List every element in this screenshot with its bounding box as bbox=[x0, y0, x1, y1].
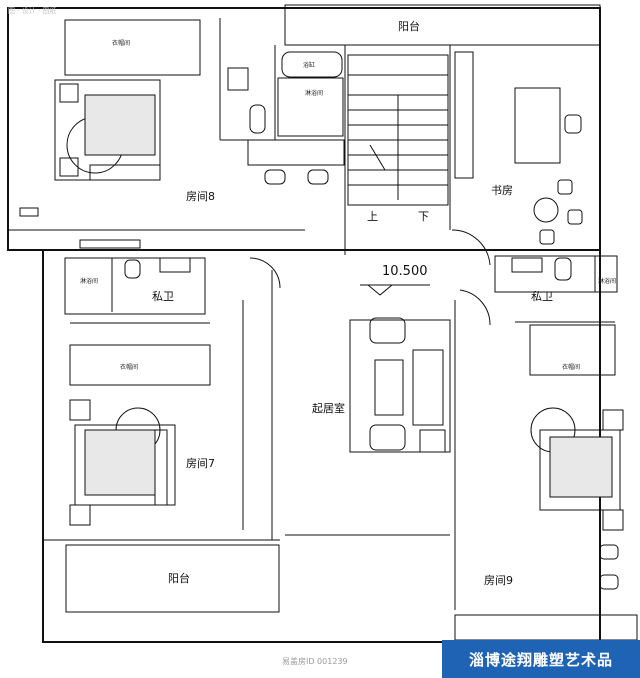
stairs-up-label: 上 bbox=[367, 210, 378, 223]
study-desk bbox=[514, 87, 561, 164]
shower-label-left: 淋浴间 bbox=[80, 278, 99, 285]
room-label-balcony-bottom: 阳台 bbox=[168, 572, 190, 585]
room-label-bedroom-8: 房间8 bbox=[186, 190, 215, 203]
living-rug bbox=[349, 319, 451, 453]
shower-label-right: 淋浴间 bbox=[598, 278, 617, 285]
room-label-private-bath-right: 私卫 bbox=[531, 290, 553, 303]
bed-7 bbox=[74, 424, 176, 506]
bathtub-label: 浴缸 bbox=[303, 62, 316, 69]
watermark-top: 图 · 设计 · 图纸 bbox=[8, 7, 57, 15]
room-label-bedroom-9: 房间9 bbox=[484, 574, 513, 587]
closet-label-top: 衣帽间 bbox=[112, 40, 131, 47]
closet-left bbox=[69, 344, 211, 386]
private-bath-right bbox=[494, 255, 618, 293]
closet-top bbox=[64, 19, 201, 76]
room-label-study: 书房 bbox=[491, 184, 513, 197]
room-label-bedroom-7: 房间7 bbox=[186, 457, 215, 470]
bottom-balcony bbox=[65, 544, 280, 613]
shower-top bbox=[277, 77, 344, 137]
room-label-private-bath-left: 私卫 bbox=[152, 290, 174, 303]
closet-right bbox=[529, 324, 616, 376]
closet-label-right: 衣帽间 bbox=[562, 364, 581, 371]
closet-label-left: 衣帽间 bbox=[120, 364, 139, 371]
private-bath-left bbox=[64, 257, 206, 315]
watermark-bottom: 易盖房ID 001239 bbox=[282, 657, 348, 666]
stairs-down-label: 下 bbox=[418, 210, 429, 223]
room-label-balcony-top: 阳台 bbox=[398, 20, 420, 33]
elevation-marker-text: 10.500 bbox=[382, 264, 428, 279]
bed-9 bbox=[539, 429, 621, 511]
brand-banner: 淄博途翔雕塑艺术品 bbox=[442, 640, 640, 678]
shower-label-top: 淋浴间 bbox=[305, 90, 324, 97]
right-balcony-rail bbox=[454, 614, 638, 641]
top-balcony bbox=[284, 4, 601, 46]
stair-core bbox=[347, 54, 449, 206]
study-bookshelf bbox=[454, 51, 474, 179]
room-label-living-room: 起居室 bbox=[312, 402, 345, 415]
bathtub bbox=[281, 51, 343, 78]
